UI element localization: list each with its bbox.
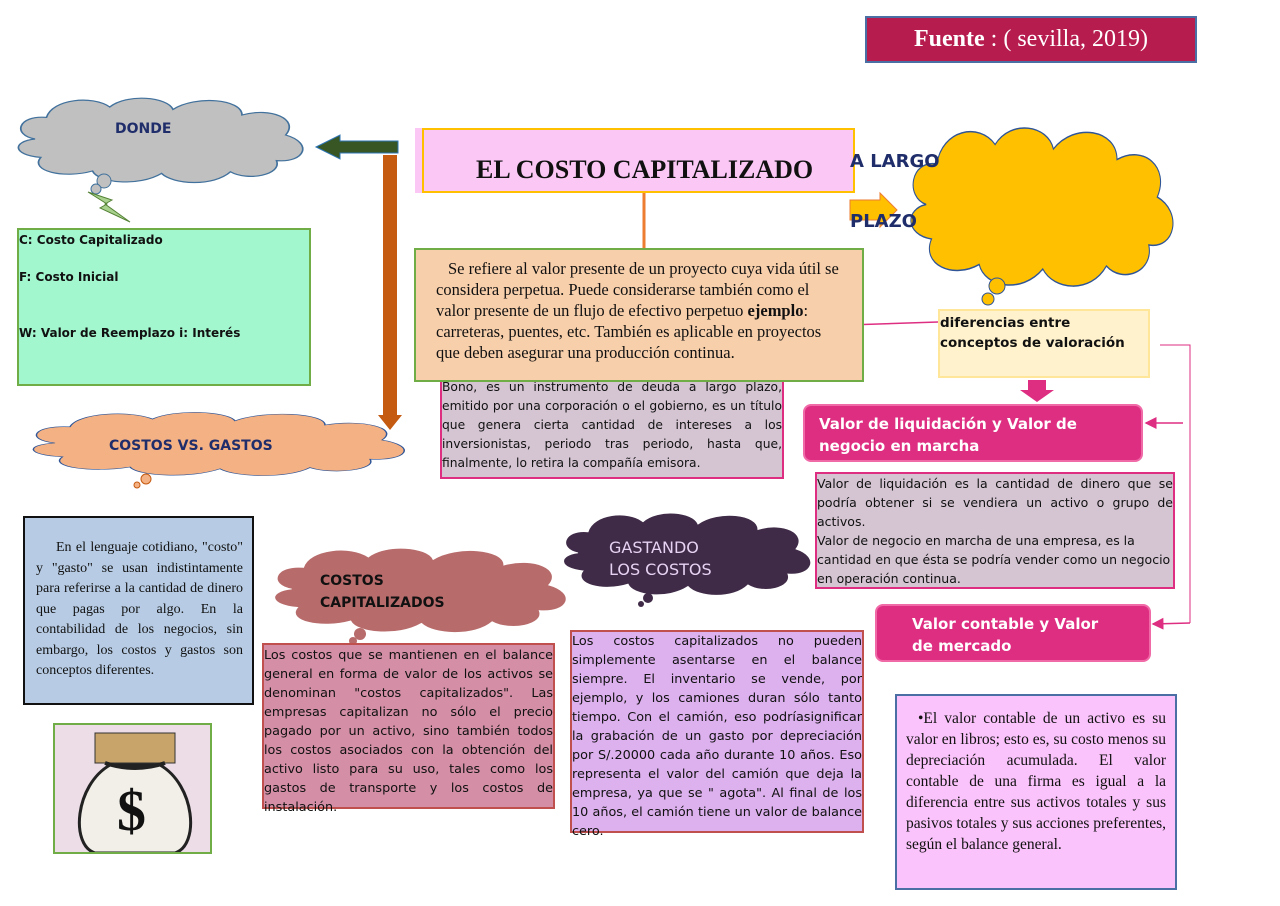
gastando-text: Los costos capitalizados no pueden simpl… [572, 634, 862, 839]
cloud-tail-dot [96, 173, 112, 189]
money-bag-icon [77, 732, 193, 852]
long-term-line2: PLAZO [850, 211, 917, 232]
pink-down-arrow-icon [1020, 380, 1054, 402]
page-title: EL COSTO CAPITALIZADO [422, 128, 855, 193]
liquidacion-header: Valor de liquidación y Valor de negocio … [803, 404, 1143, 462]
variables-box: C: Costo Capitalizado F: Costo Inicial W… [17, 228, 311, 386]
variable-w: W: Valor de Reemplazo i: Interés [19, 326, 241, 340]
lightning-icon [87, 191, 131, 223]
money-bag-image: $ [53, 723, 212, 854]
costos-capitalizados-label-text: COSTOS CAPITALIZADOS [320, 573, 445, 611]
diferencias-text: diferencias entre conceptos de valoració… [940, 315, 1125, 351]
contable-header: Valor contable y Valor de mercado [875, 604, 1151, 662]
down-arrow-icon [378, 155, 402, 430]
gastando-text-box: Los costos capitalizados no pueden simpl… [570, 630, 864, 839]
diferencias-box: diferencias entre conceptos de valoració… [938, 309, 1150, 378]
gastando-label: GASTANDO LOS COSTOS [609, 537, 729, 581]
bracket-line [1160, 344, 1191, 623]
contable-text-box: •El valor contable de un activo es su va… [895, 694, 1177, 890]
negocio-item: Valor de negocio en marcha de una empres… [817, 533, 1171, 586]
yellow-cloud [910, 127, 1174, 287]
definition-box: Se refiere al valor presente de un proye… [414, 248, 864, 382]
cloud-tail-dot [90, 183, 102, 195]
left-arrow-icon [314, 134, 399, 160]
dollar-sign: $ [117, 778, 146, 843]
long-term-line1: A LARGO [850, 151, 940, 172]
contable-text: •El valor contable de un activo es su va… [906, 710, 1166, 853]
definition-bold: ejemplo [747, 301, 804, 320]
gastando-label-text: GASTANDO LOS COSTOS [609, 538, 712, 579]
title-box: EL COSTO CAPITALIZADO [415, 128, 855, 193]
capitalizados-text: Los costos que se mantienen en el balanc… [264, 648, 553, 815]
right-arrow-icon [849, 191, 898, 229]
capitalizados-text-box: Los costos que se mantienen en el balanc… [262, 643, 555, 815]
donde-cloud [17, 97, 304, 184]
liquidacion-item: Valor de liquidación es la cantidad de d… [817, 476, 1173, 529]
definition-text-2: : carreteras, puentes, etc. También es a… [436, 301, 822, 362]
bono-box: Bono, es un instrumento de deuda a largo… [440, 373, 784, 479]
costos-vs-gastos-text: En el lenguaje cotidiano, "costo" y "gas… [36, 540, 243, 678]
bono-text: Bono, es un instrumento de deuda a largo… [442, 380, 782, 470]
donde-label: DONDE [115, 121, 172, 137]
source-badge: Fuente : ( sevilla, 2019) [865, 16, 1197, 63]
contable-title: Valor contable y Valor de mercado [912, 615, 1099, 655]
variable-c: C: Costo Capitalizado [19, 233, 163, 247]
definition-text: Se refiere al valor presente de un proye… [436, 259, 839, 320]
costos-vs-gastos-label: COSTOS VS. GASTOS [109, 438, 273, 454]
source-label: Fuente [914, 26, 985, 52]
costos-capitalizados-label: COSTOS CAPITALIZADOS [320, 570, 460, 614]
costos-vs-gastos-text-box: En el lenguaje cotidiano, "costo" y "gas… [23, 516, 254, 705]
liquidacion-text-box: Valor de liquidación es la cantidad de d… [815, 472, 1175, 589]
variable-f: F: Costo Inicial [19, 270, 119, 284]
liquidacion-title: Valor de liquidación y Valor de negocio … [819, 415, 1077, 455]
source-value: : ( sevilla, 2019) [984, 26, 1148, 52]
